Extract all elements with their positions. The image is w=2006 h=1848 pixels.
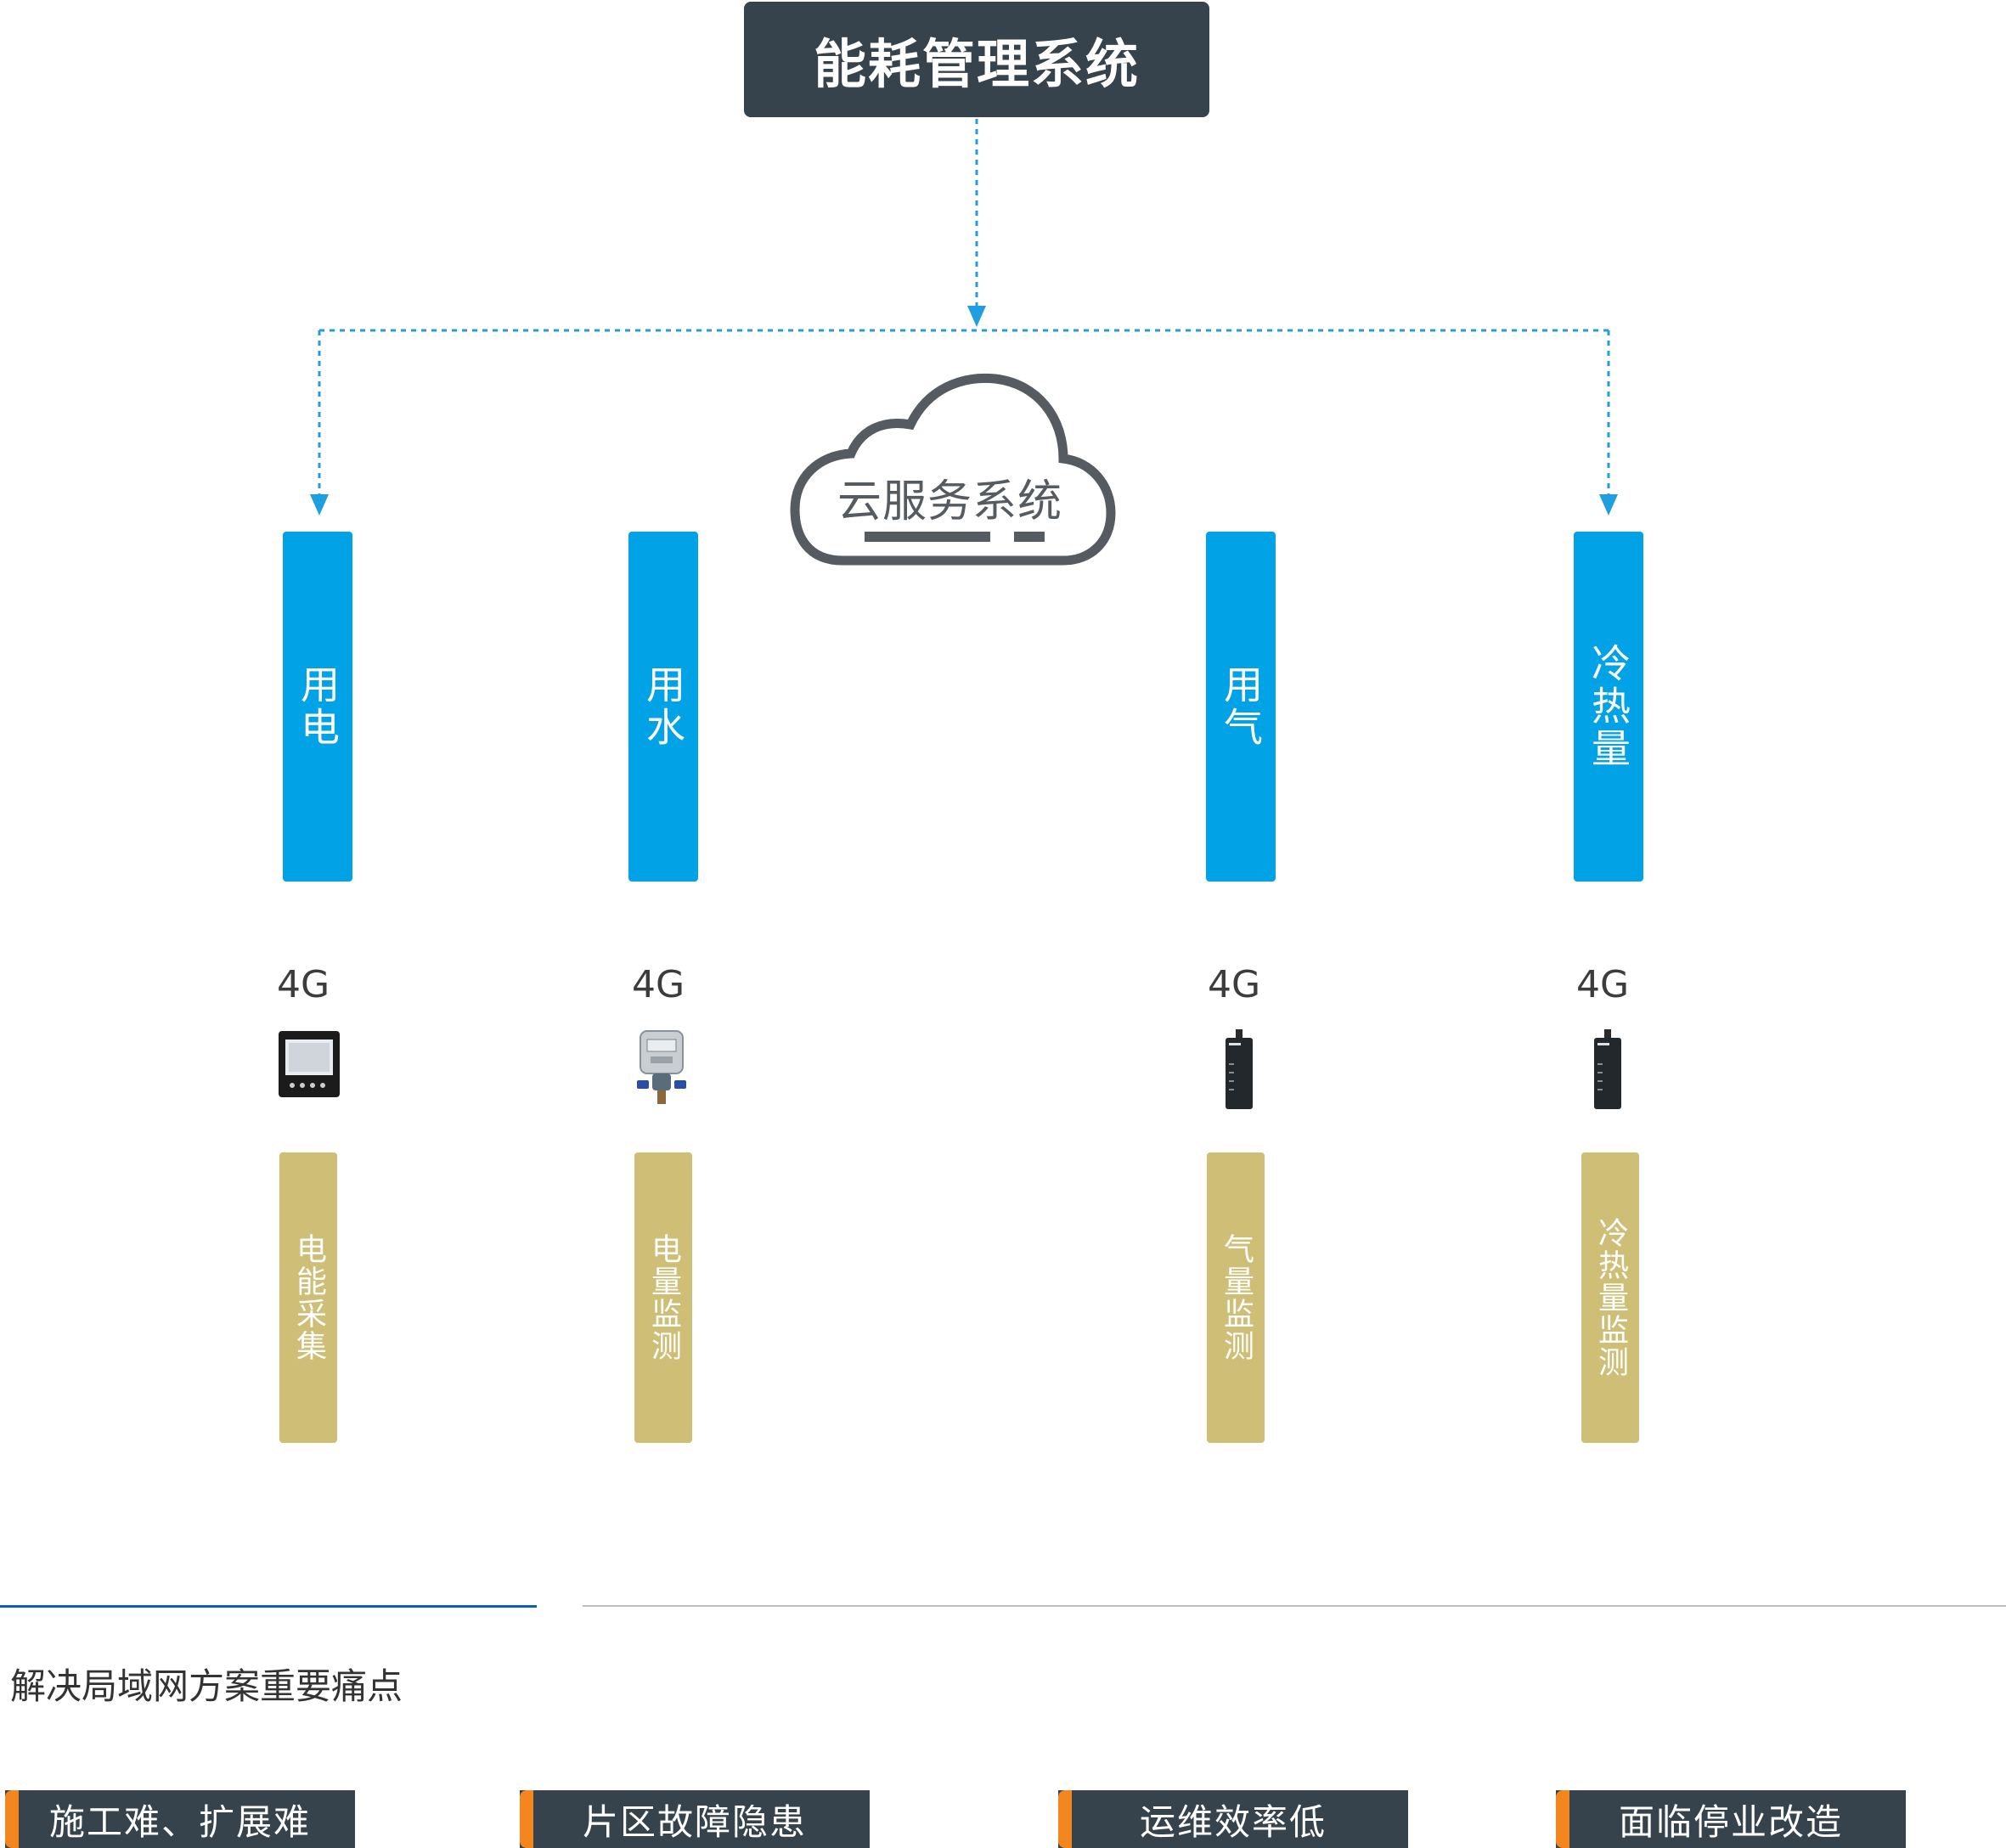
power-meter-icon xyxy=(279,1031,340,1097)
function-column-gas: 气量监测 xyxy=(1207,1152,1265,1443)
pain-point-label: 施工难、扩展难 xyxy=(48,1800,311,1843)
system-title: 能耗管理系统 xyxy=(813,33,1140,95)
network-label: 4G xyxy=(277,963,330,1006)
pain-point-label: 面临停业改造 xyxy=(1618,1800,1843,1843)
category-column-heat: 冷热量 xyxy=(1574,532,1643,882)
pain-point-accent xyxy=(1058,1790,1072,1848)
function-label: 气量监测 xyxy=(1219,1233,1254,1362)
pain-point-label: 片区故障隐患 xyxy=(582,1800,807,1843)
category-column-electricity: 用电 xyxy=(283,532,352,882)
pain-points-title: 解决局域网方案重要痛点 xyxy=(10,1665,403,1707)
category-label: 用水 xyxy=(640,664,686,749)
network-label: 4G xyxy=(632,963,685,1006)
dashed-connectors xyxy=(310,119,1618,516)
function-label: 电能采集 xyxy=(291,1233,326,1362)
function-column-heat: 冷热量监测 xyxy=(1581,1152,1639,1443)
water-meter-icon xyxy=(637,1030,686,1104)
category-label: 冷热量 xyxy=(1586,643,1631,770)
system-title-box: 能耗管理系统 xyxy=(744,2,1209,117)
function-column-water: 电量监测 xyxy=(634,1152,692,1443)
pain-point-accent xyxy=(1556,1790,1569,1848)
category-column-water: 用水 xyxy=(628,532,698,882)
pain-point-maintenance: 运维效率低 xyxy=(1058,1790,1408,1848)
cloud-icon xyxy=(790,373,1116,566)
divider xyxy=(583,1605,2006,1607)
arrow-right xyxy=(1599,494,1618,516)
function-column-electricity: 电能采集 xyxy=(279,1152,337,1443)
network-label: 4G xyxy=(1208,963,1261,1006)
divider-accent xyxy=(0,1605,537,1608)
category-column-gas: 用气 xyxy=(1206,532,1276,882)
function-label: 冷热量监测 xyxy=(1593,1217,1628,1378)
arrow-left xyxy=(310,494,329,516)
pain-point-construction: 施工难、扩展难 xyxy=(5,1790,355,1848)
network-label: 4G xyxy=(1576,963,1630,1006)
category-label: 用电 xyxy=(295,664,341,749)
cloud-label: 云服务系统 xyxy=(837,476,1063,527)
category-label: 用气 xyxy=(1218,664,1264,749)
arrow-trunk xyxy=(967,306,986,327)
pain-point-fault: 片区故障隐患 xyxy=(520,1790,870,1848)
pain-point-label: 运维效率低 xyxy=(1139,1800,1327,1843)
function-label: 电量监测 xyxy=(646,1233,681,1362)
pain-point-renovation: 面临停业改造 xyxy=(1556,1790,1906,1848)
gateway-module-icon xyxy=(1226,1029,1253,1109)
pain-point-accent xyxy=(5,1790,19,1848)
pain-point-accent xyxy=(520,1790,533,1848)
gateway-module-icon xyxy=(1594,1029,1621,1109)
